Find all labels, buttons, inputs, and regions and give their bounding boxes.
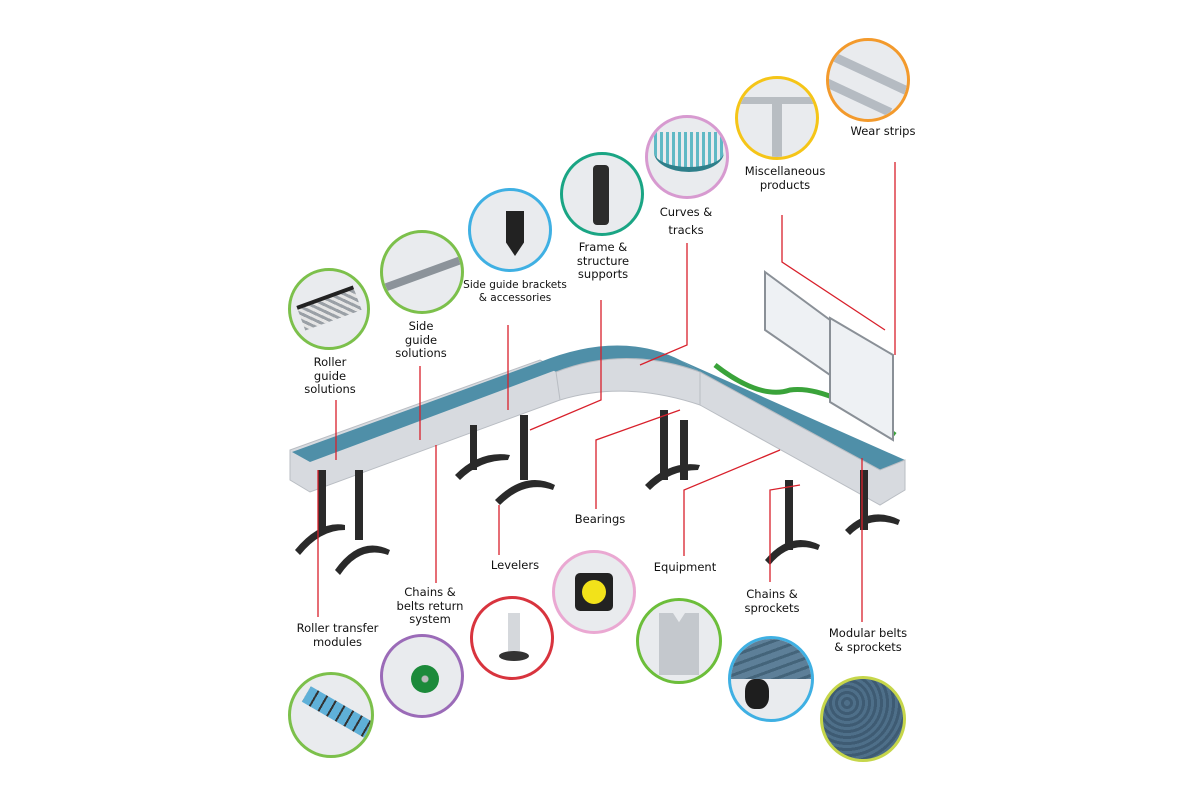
bracket-icon (506, 211, 524, 256)
label-curves-tracks: Curves & tracks (659, 205, 713, 237)
curves-tracks-circle (645, 115, 729, 199)
bearings-circle (552, 550, 636, 634)
leader-lines (317, 162, 896, 622)
levelers-circle (470, 596, 554, 680)
label-side-guide-solutions: Side guide solutions (395, 319, 447, 360)
belt-left (292, 362, 556, 462)
roller-guide-icon (296, 285, 362, 331)
label-equipment: Equipment (653, 560, 717, 574)
frame-right (699, 371, 906, 506)
roller-transfer-modules-circle (288, 672, 374, 758)
leveler-arm (508, 613, 520, 651)
chains-sprockets-circle (728, 636, 814, 722)
label-roller-guide-solutions: Roller guide solutions (304, 355, 356, 396)
label-chains-sprockets: Chains & sprockets (744, 587, 800, 615)
equipment-box-icon (659, 613, 699, 675)
label-modular-belts-sprockets: Modular belts & sprockets (828, 626, 908, 654)
roller-transfer-icon (301, 686, 371, 742)
roller-guide-solutions-circle (288, 268, 370, 350)
wear-strips-circle (826, 38, 910, 122)
curve-track-icon (654, 132, 724, 172)
label-levelers: Levelers (490, 558, 540, 572)
belt-right (680, 360, 905, 470)
label-side-guide-brackets: Side guide brackets & accessories (463, 279, 567, 304)
legs (295, 410, 900, 575)
label-chains-belts-return: Chains & belts return system (396, 585, 464, 626)
equipment-circle (636, 598, 722, 684)
return-roller-icon (411, 665, 439, 693)
guard-panel-2 (829, 316, 894, 442)
chains-belts-return-circle (380, 634, 464, 718)
bearing-cap (582, 580, 606, 604)
label-miscellaneous-products: Miscellaneous products (744, 164, 826, 192)
belt-curve (540, 345, 700, 372)
sprocket-icon (731, 639, 811, 679)
sprocket-wheel (745, 679, 769, 709)
label-bearings: Bearings (574, 512, 626, 526)
modular-belts-sprockets-circle (820, 676, 906, 762)
frame-curve (555, 358, 701, 406)
side-guide-brackets-circle (468, 188, 552, 272)
frame-clamp-icon (593, 165, 609, 225)
frame-structure-supports-circle (560, 152, 644, 236)
label-roller-transfer-modules: Roller transfer modules (296, 621, 379, 649)
profile-post (772, 97, 782, 157)
side-guide-rail-icon (383, 249, 461, 295)
leveler-foot-icon (499, 651, 529, 661)
label-frame-structure-supports: Frame & structure supports (576, 240, 630, 281)
modular-belt-icon (823, 679, 903, 759)
side-guide-solutions-circle (380, 230, 464, 314)
label-wear-strips: Wear strips (850, 124, 916, 138)
miscellaneous-products-circle (735, 76, 819, 160)
